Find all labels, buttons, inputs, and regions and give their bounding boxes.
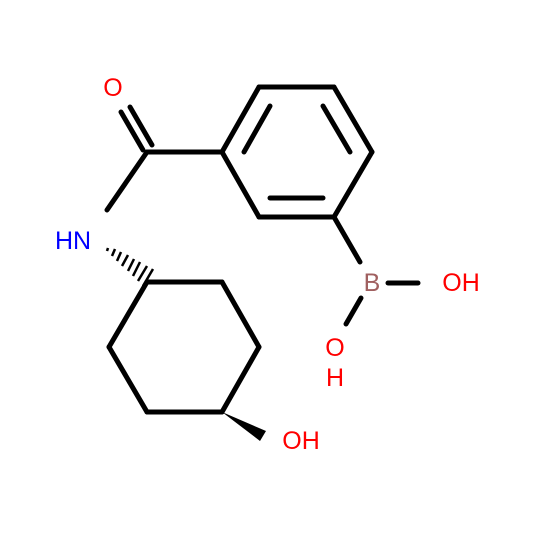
bond-ring-1 <box>219 84 262 155</box>
boron-label: B <box>364 269 381 297</box>
bond-cyclo-5 <box>106 344 150 415</box>
bond-carbonyl-nitrogen <box>104 149 150 213</box>
bond-ring-4 <box>331 149 375 220</box>
atom-labels: O HN B OH O H OH <box>55 74 480 455</box>
bond-cyclo-6 <box>106 279 150 350</box>
bond-ring-inner-1 <box>241 103 273 155</box>
bond-ring-inner-2 <box>320 103 353 155</box>
boron-o-lower-label: O <box>325 334 344 362</box>
bond-carbonyl-double-a <box>118 109 146 153</box>
boron-h-lower-label: H <box>326 364 344 392</box>
cyclohexyl-oh-label: OH <box>282 427 320 455</box>
bond-ring-3 <box>331 84 375 155</box>
bond-boron-o-lower <box>343 295 364 327</box>
hashed-wedge-bond-n <box>105 247 155 287</box>
carbonyl-oxygen-label: O <box>103 74 122 102</box>
boron-oh-right-label: OH <box>442 269 480 297</box>
bonds <box>104 84 421 415</box>
bond-cyclo-3 <box>219 344 262 415</box>
bond-carbonyl-double-b <box>127 104 155 148</box>
bond-ring-boron <box>331 214 363 265</box>
solid-wedge-bond-oh <box>222 412 266 441</box>
bond-cyclo-2 <box>219 279 262 350</box>
amide-nitrogen-label: HN <box>55 227 91 255</box>
bond-ring-6 <box>219 149 262 220</box>
